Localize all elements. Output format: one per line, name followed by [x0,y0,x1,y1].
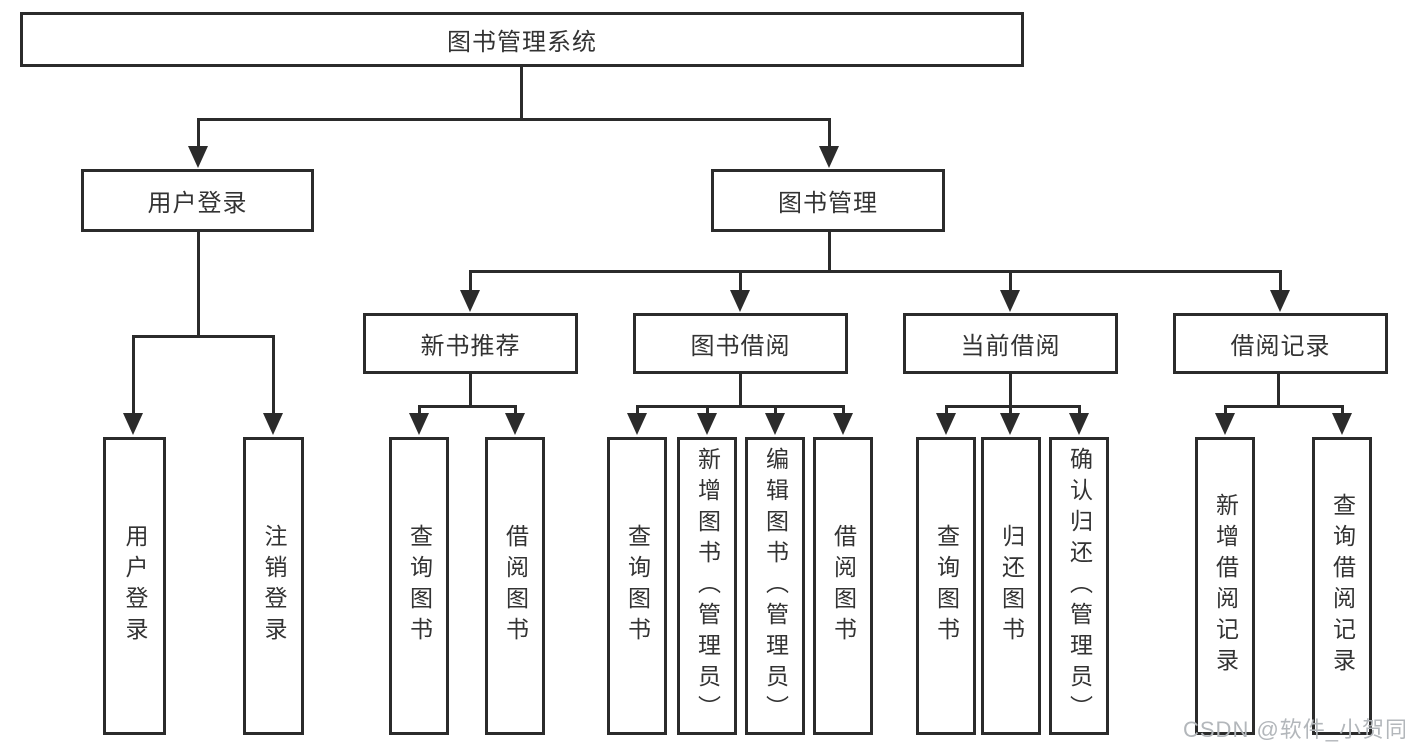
connector-line [197,232,200,335]
arrow-down-icon [819,146,839,168]
connector-line [636,405,845,408]
leaf-confirm-return-admin: 确认归还（管理员） [1049,437,1109,735]
leaf-query-books-borrow: 查询图书 [607,437,667,735]
leaf-edit-book-admin: 编辑图书（管理员） [745,437,805,735]
leaf-add-book-admin: 新增图书（管理员） [677,437,737,735]
leaf-query-borrow-record-label: 查询借阅记录 [1329,493,1356,679]
arrow-down-icon [460,290,480,312]
node-root: 图书管理系统 [20,12,1024,67]
connector-line [945,405,1081,408]
connector-line [1341,405,1344,417]
leaf-add-borrow-record: 新增借阅记录 [1195,437,1255,735]
leaf-query-books-recommend-label: 查询图书 [406,524,433,648]
leaf-return-book: 归还图书 [981,437,1041,735]
arrow-down-icon [123,413,143,435]
leaf-add-borrow-record-label: 新增借阅记录 [1212,493,1239,679]
leaf-edit-book-admin-label: 编辑图书（管理员） [762,446,789,726]
leaf-logout: 注销登录 [243,437,304,735]
node-borrow-records: 借阅记录 [1173,313,1388,374]
node-new-book-recommend-label: 新书推荐 [420,333,521,360]
connector-line [418,405,421,417]
arrow-down-icon [1069,413,1089,435]
leaf-confirm-return-admin-label: 确认归还（管理员） [1066,446,1093,726]
leaf-query-books-recommend: 查询图书 [389,437,449,735]
connector-line [1277,374,1280,405]
node-new-book-recommend: 新书推荐 [363,313,578,374]
connector-line [1224,405,1227,417]
connector-line [469,270,472,293]
connector-line [520,67,523,118]
leaf-add-book-admin-label: 新增图书（管理员） [694,446,721,726]
node-root-label: 图书管理系统 [447,29,597,56]
leaf-return-book-label: 归还图书 [998,524,1025,648]
arrow-down-icon [833,413,853,435]
connector-line [706,405,709,417]
connector-line [739,270,742,293]
connector-line [1224,405,1344,408]
connector-line [1078,405,1081,417]
connector-line [1009,374,1012,405]
connector-line [132,335,135,415]
connector-line [945,405,948,417]
node-user-login-label: 用户登录 [147,190,248,217]
arrow-down-icon [1270,290,1290,312]
leaf-user-login: 用户登录 [103,437,166,735]
connector-line [1009,405,1012,417]
node-book-management-label: 图书管理 [778,190,878,217]
node-book-borrow: 图书借阅 [633,313,848,374]
arrow-down-icon [505,413,525,435]
connector-line [197,118,200,150]
connector-line [636,405,639,417]
node-borrow-records-label: 借阅记录 [1230,333,1331,360]
watermark: CSDN @软件_小贺同学 [1183,717,1405,742]
arrow-down-icon [1332,413,1352,435]
arrow-down-icon [1215,413,1235,435]
arrow-down-icon [765,413,785,435]
node-user-login: 用户登录 [81,169,314,232]
connector-line [272,335,275,415]
connector-line [842,405,845,417]
connector-line [469,374,472,405]
connector-line [1009,270,1012,293]
arrow-down-icon [409,413,429,435]
connector-line [1279,270,1282,293]
arrow-down-icon [730,290,750,312]
connector-line [774,405,777,417]
arrow-down-icon [188,146,208,168]
arrow-down-icon [263,413,283,435]
node-book-borrow-label: 图书借阅 [690,333,791,360]
leaf-logout-label: 注销登录 [261,524,287,648]
connector-line [197,118,831,121]
connector-line [739,374,742,405]
leaf-borrow-books: 借阅图书 [813,437,873,735]
leaf-query-books-current-label: 查询图书 [933,524,960,648]
leaf-query-books-borrow-label: 查询图书 [624,524,651,648]
connector-line [469,270,1282,273]
connector-line [828,232,831,270]
connector-line [418,405,517,408]
leaf-borrow-books-recommend: 借阅图书 [485,437,545,735]
leaf-borrow-books-label: 借阅图书 [830,524,857,648]
node-current-borrow: 当前借阅 [903,313,1118,374]
arrow-down-icon [627,413,647,435]
node-current-borrow-label: 当前借阅 [960,333,1061,360]
connector-line [132,335,275,338]
connector-line [828,118,831,150]
leaf-query-books-current: 查询图书 [916,437,976,735]
arrow-down-icon [1000,413,1020,435]
leaf-borrow-books-recommend-label: 借阅图书 [502,524,529,648]
node-book-management: 图书管理 [711,169,945,232]
leaf-query-borrow-record: 查询借阅记录 [1312,437,1372,735]
leaf-user-login-label: 用户登录 [122,524,148,648]
arrow-down-icon [936,413,956,435]
arrow-down-icon [697,413,717,435]
connector-line [514,405,517,417]
arrow-down-icon [1000,290,1020,312]
